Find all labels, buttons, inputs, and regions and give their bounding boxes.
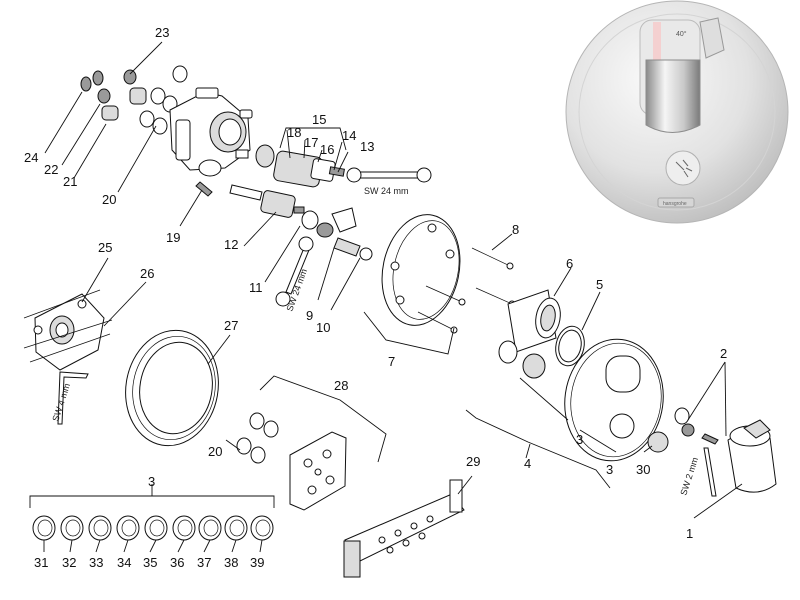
allen-key-icon (57, 371, 89, 425)
callout-30: 30 (636, 462, 650, 477)
shower-icon (675, 159, 693, 178)
shower-button (665, 150, 701, 186)
cartridge-assembly (229, 150, 345, 218)
leader-lines (29, 41, 743, 553)
wrench-size-label-top: SW 24 mm (364, 186, 409, 196)
callout-31: 31 (34, 555, 48, 570)
callout-20b: 20 (208, 444, 222, 459)
allen-key-icon (703, 447, 717, 497)
nut-and-spindle (301, 207, 373, 261)
o-ring-set (236, 412, 279, 464)
extension-sleeve (507, 289, 585, 367)
allen-size-label-left: SW 4 mm (50, 382, 72, 423)
callout-29: 29 (466, 454, 480, 469)
callout-21: 21 (63, 174, 77, 189)
brand-logo: hansgrohe (663, 201, 687, 207)
valve-body (169, 87, 275, 197)
callout-13: 13 (360, 139, 374, 154)
callout-28: 28 (334, 378, 348, 393)
callout-11: 11 (249, 280, 263, 295)
mounting-plate (289, 431, 347, 511)
callout-19: 19 (166, 230, 180, 245)
callout-6: 6 (566, 256, 573, 271)
callout-12: 12 (224, 237, 238, 252)
callout-2: 2 (720, 346, 727, 361)
callout-25: 25 (98, 240, 112, 255)
callout-23: 23 (155, 25, 169, 40)
temperature-reading: 40° (676, 30, 687, 38)
callout-15: 15 (312, 112, 326, 127)
handle (674, 407, 777, 493)
callout-27: 27 (224, 318, 238, 333)
callout-17: 17 (304, 135, 318, 150)
callout-9: 9 (306, 308, 313, 323)
callout-35: 35 (143, 555, 157, 570)
bracket-rail (343, 479, 465, 578)
plaster-guard (381, 214, 461, 326)
callout-22: 22 (44, 162, 58, 177)
lever-icon (699, 17, 725, 59)
installation-ring (125, 329, 219, 447)
callout-3b: 3 (576, 432, 583, 447)
callout-7: 7 (388, 354, 395, 369)
callout-14: 14 (342, 128, 356, 143)
rough-in-box (23, 289, 113, 371)
allen-size-label-right: SW 2 mm (678, 456, 700, 497)
callout-32: 32 (62, 555, 76, 570)
callout-1: 1 (686, 526, 693, 541)
callout-24: 24 (24, 150, 38, 165)
callout-20a: 20 (102, 192, 116, 207)
wrench-icon (275, 236, 314, 307)
trim-plate (498, 338, 669, 462)
callout-33: 33 (89, 555, 103, 570)
small-fittings (80, 65, 188, 135)
callout-8: 8 (512, 222, 519, 237)
callout-numbers: 23 24 22 21 20 19 15 18 17 16 14 13 12 1… (24, 25, 727, 570)
wrench-icon (346, 167, 432, 183)
callout-39: 39 (250, 555, 264, 570)
callout-36: 36 (170, 555, 184, 570)
callout-4: 4 (524, 456, 531, 471)
callout-5: 5 (596, 277, 603, 292)
callout-34: 34 (117, 555, 131, 570)
product-photo: 40° hansgrohe (565, 0, 789, 224)
callout-18: 18 (287, 125, 301, 140)
callout-10: 10 (316, 320, 330, 335)
callout-3a: 3 (148, 474, 155, 489)
callout-26: 26 (140, 266, 154, 281)
button-cap-set (32, 515, 274, 541)
callout-3c: 3 (606, 462, 613, 477)
callout-16: 16 (320, 142, 334, 157)
callout-38: 38 (224, 555, 238, 570)
callout-37: 37 (197, 555, 211, 570)
